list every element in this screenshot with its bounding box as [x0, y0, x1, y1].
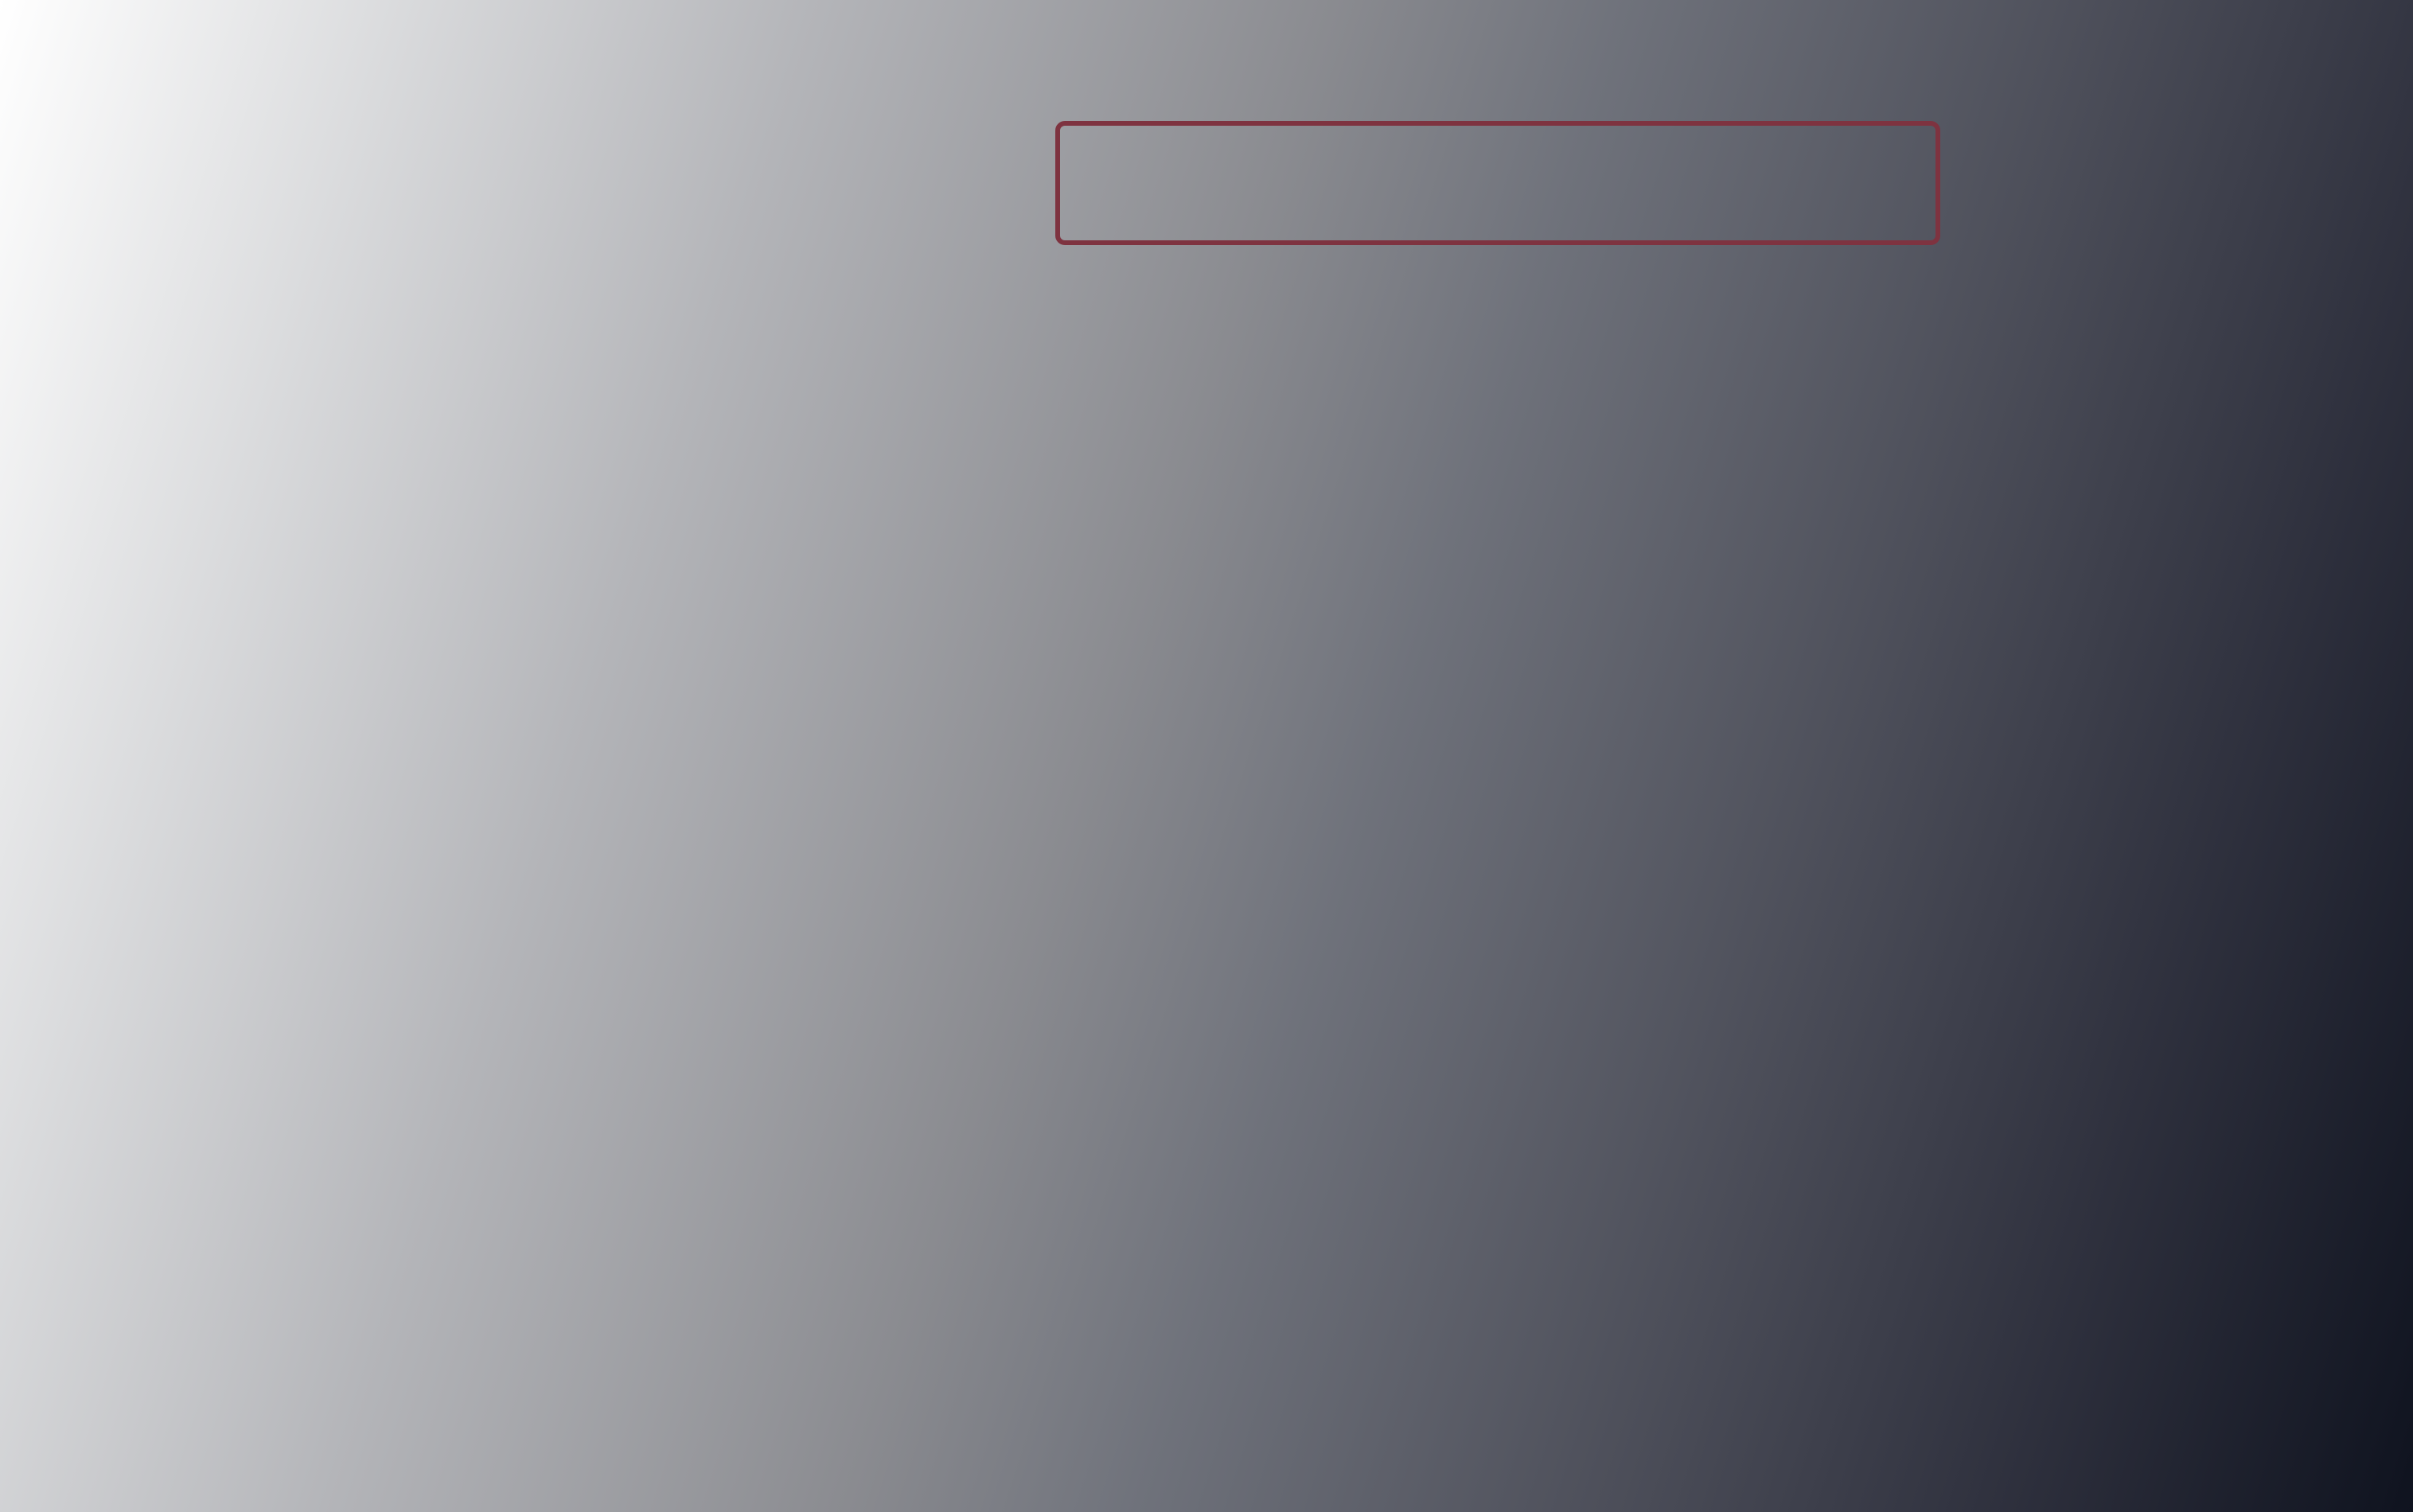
selection-rectangle[interactable]	[1055, 121, 1940, 245]
